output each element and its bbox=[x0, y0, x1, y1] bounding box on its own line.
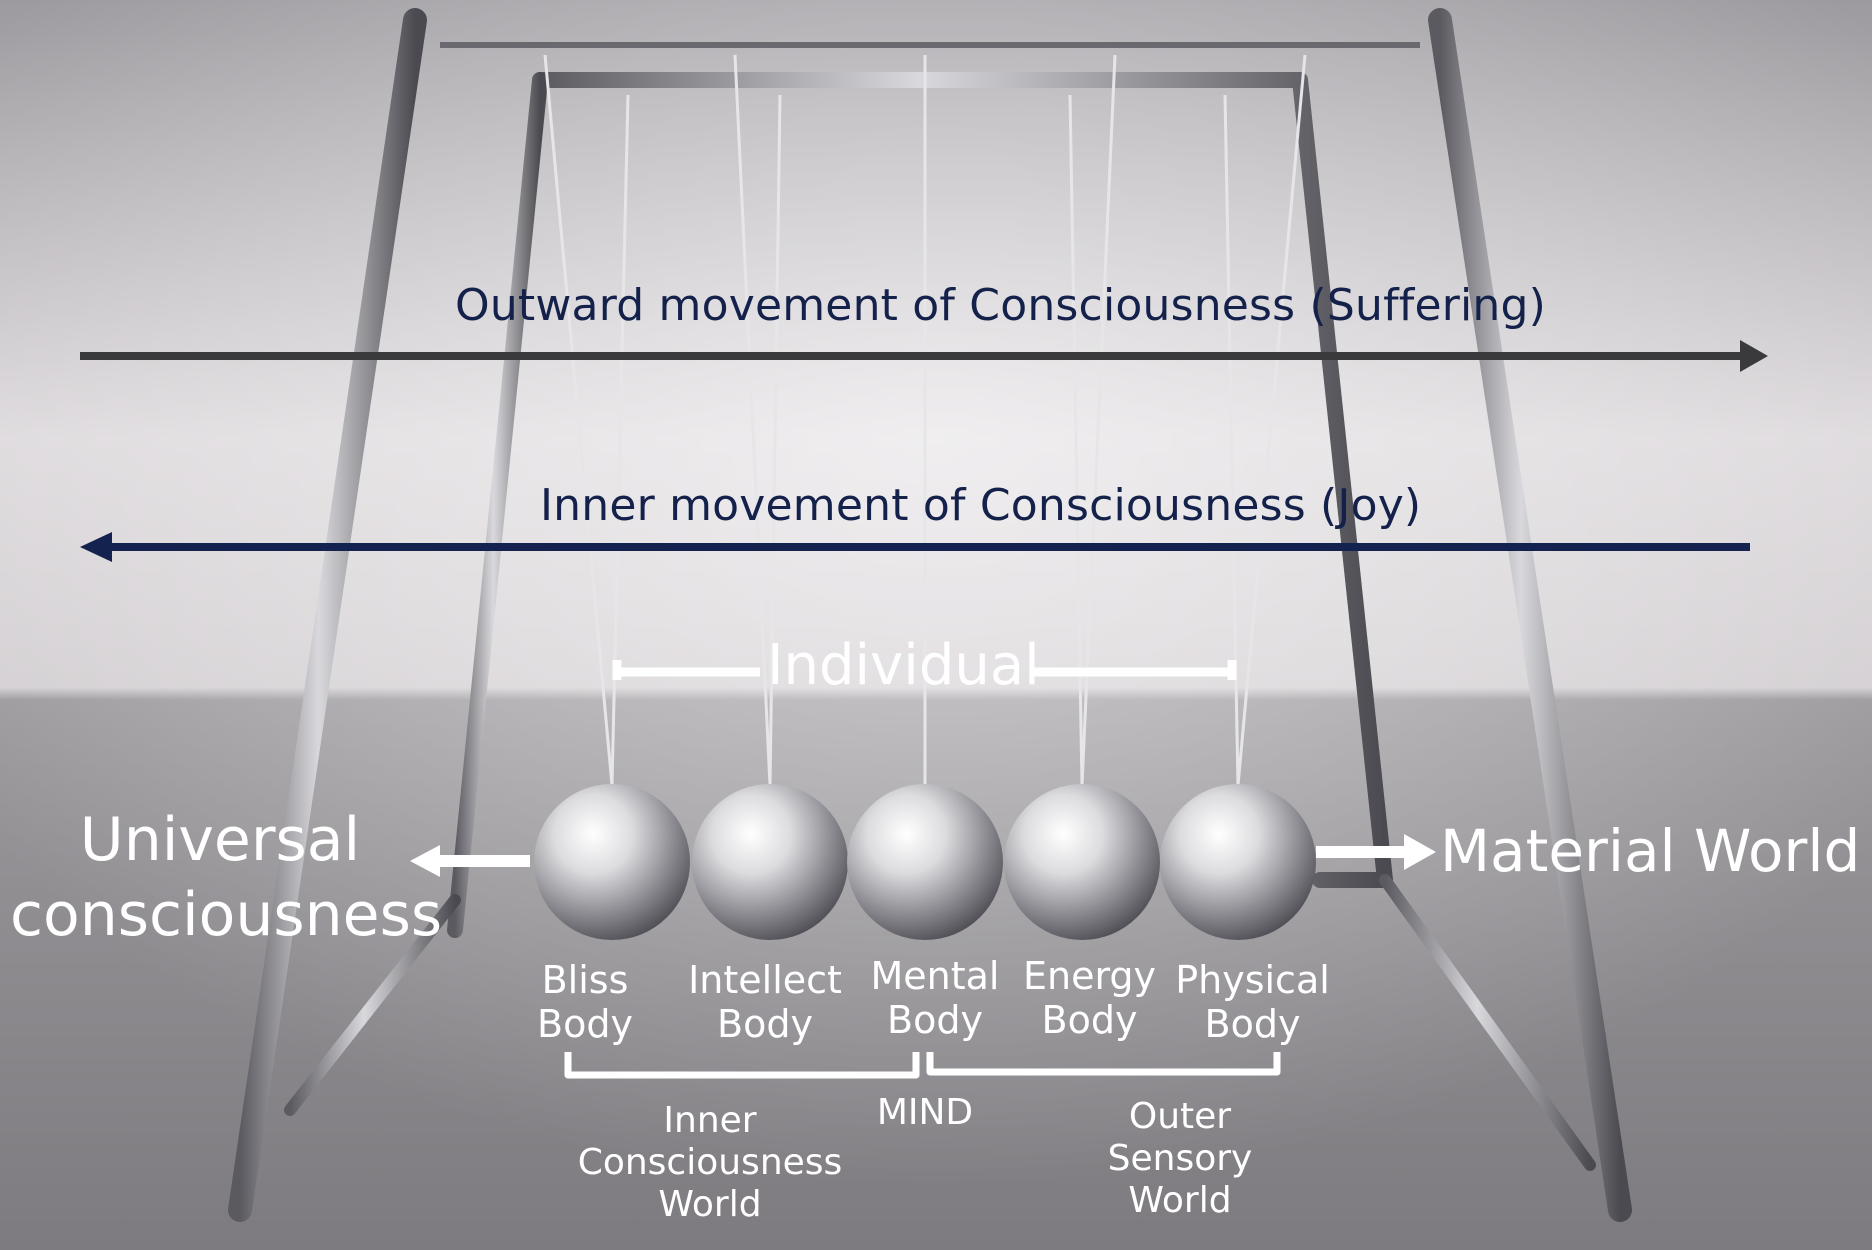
mental-ball bbox=[847, 784, 1003, 940]
outer-line1: Outer bbox=[1128, 1096, 1232, 1137]
bliss-body-label: Bliss Body bbox=[520, 958, 650, 1047]
energy-ball bbox=[1004, 784, 1160, 940]
physical-line2: Body bbox=[1204, 1002, 1301, 1047]
material-arrow bbox=[1316, 834, 1436, 870]
universal-consciousness-label: Universal consciousness bbox=[10, 803, 443, 953]
universal-arrow bbox=[410, 845, 530, 877]
physical-line1: Physical bbox=[1175, 958, 1330, 1002]
physical-body-label: Physical Body bbox=[1170, 958, 1335, 1047]
material-world-label: Material World bbox=[1440, 817, 1861, 885]
inner-line1: Inner bbox=[663, 1100, 757, 1141]
universal-line1: Universal bbox=[79, 805, 361, 875]
physical-ball bbox=[1160, 784, 1316, 940]
energy-body-label: Energy Body bbox=[1017, 954, 1162, 1043]
intellect-line1: Intellect bbox=[688, 958, 842, 1002]
intellect-line2: Body bbox=[717, 1002, 813, 1047]
outer-sensory-world-label: Outer Sensory World bbox=[1080, 1096, 1280, 1222]
inner-consciousness-world-label: Inner Consciousness World bbox=[560, 1100, 860, 1226]
universal-line2: consciousness bbox=[10, 880, 443, 950]
bliss-line1: Bliss bbox=[541, 958, 629, 1002]
intellect-body-label: Intellect Body bbox=[680, 958, 850, 1047]
mental-body-label: Mental Body bbox=[865, 954, 1005, 1043]
front-frame bbox=[228, 8, 1632, 1222]
inner-line3: World bbox=[658, 1184, 762, 1226]
bliss-line2: Body bbox=[537, 1002, 633, 1047]
pendulum-balls bbox=[534, 784, 1316, 940]
individual-label: Individual bbox=[767, 633, 1040, 698]
energy-line1: Energy bbox=[1022, 954, 1157, 998]
mental-line1: Mental bbox=[870, 954, 1000, 998]
inner-bracket bbox=[564, 1052, 920, 1079]
individual-bracket bbox=[612, 660, 1237, 680]
energy-line2: Body bbox=[1041, 998, 1138, 1043]
mind-label: MIND bbox=[876, 1092, 974, 1133]
mental-line2: Body bbox=[887, 998, 983, 1043]
inner-movement-label: Inner movement of Consciousness (Joy) bbox=[540, 480, 1422, 531]
inner-arrow bbox=[80, 532, 1750, 562]
outer-line2: Sensory bbox=[1107, 1138, 1253, 1180]
back-frame bbox=[284, 72, 1596, 1171]
outward-arrow bbox=[80, 340, 1768, 372]
inner-line2: Consciousness bbox=[577, 1142, 843, 1184]
outward-movement-label: Outward movement of Consciousness (Suffe… bbox=[455, 280, 1547, 331]
outer-bracket bbox=[926, 1052, 1281, 1076]
outer-line3: World bbox=[1128, 1180, 1232, 1222]
intellect-ball bbox=[692, 784, 848, 940]
bliss-ball bbox=[534, 784, 690, 940]
